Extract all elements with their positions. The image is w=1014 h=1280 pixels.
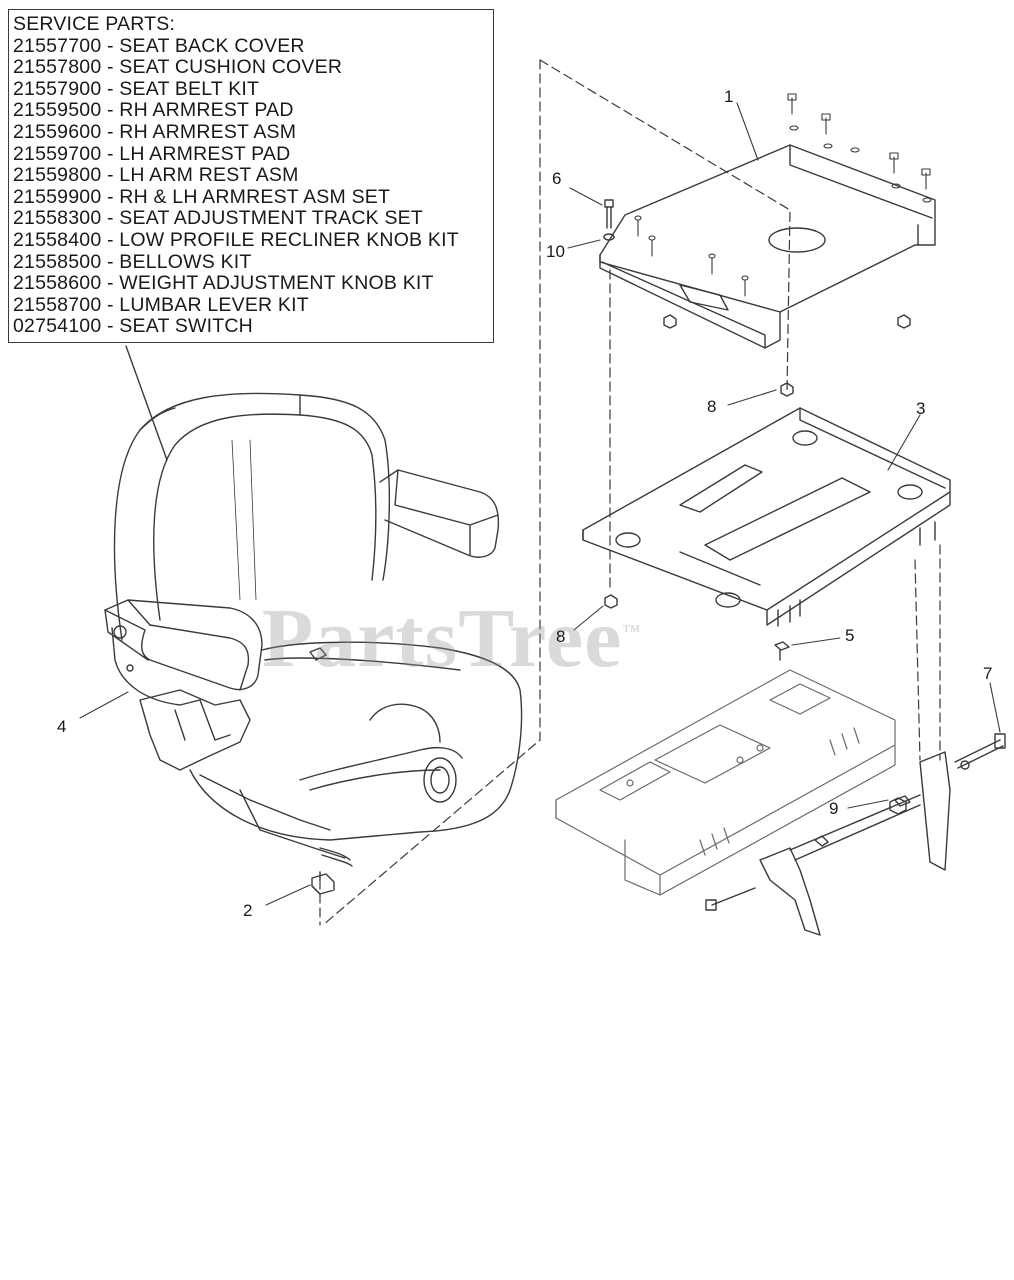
callout-4[interactable]: 4 <box>57 717 67 736</box>
upper-bolts <box>787 93 932 203</box>
service-part-line: 02754100 - SEAT SWITCH <box>13 315 253 338</box>
service-part-line: 21558300 - SEAT ADJUSTMENT TRACK SET <box>13 207 423 230</box>
service-part-line: 21559800 - LH ARM REST ASM <box>13 164 299 187</box>
bolt-part-7 <box>954 733 1006 770</box>
screw-part-5 <box>774 641 790 661</box>
service-part-line: 21558600 - WEIGHT ADJUSTMENT KNOB KIT <box>13 272 434 295</box>
callout-10[interactable]: 10 <box>546 242 565 261</box>
seat-switch <box>311 871 335 895</box>
service-part-line: 21557800 - SEAT CUSHION COVER <box>13 56 343 79</box>
mower-frame <box>555 669 896 896</box>
service-box-leader <box>125 345 168 461</box>
callout-1[interactable]: 1 <box>724 87 734 106</box>
callout-3[interactable]: 3 <box>916 399 926 418</box>
seat-assembly <box>104 392 523 867</box>
callout-8-upper[interactable]: 8 <box>707 397 717 416</box>
service-parts-title: SERVICE PARTS: <box>13 13 176 35</box>
service-part-line: 21557700 - SEAT BACK COVER <box>13 34 305 57</box>
service-part-line: 21559700 - LH ARMREST PAD <box>13 142 291 165</box>
callout-5[interactable]: 5 <box>845 626 855 645</box>
callout-7[interactable]: 7 <box>983 664 993 683</box>
callout-6[interactable]: 6 <box>552 169 562 188</box>
adjustment-plate <box>582 407 951 627</box>
service-part-line: 21559500 - RH ARMREST PAD <box>13 99 294 122</box>
service-part-line: 21559900 - RH & LH ARMREST ASM SET <box>13 185 391 208</box>
upper-seat-plate <box>599 144 936 349</box>
service-part-line: 21558700 - LUMBAR LEVER KIT <box>13 293 309 316</box>
callout-leaders <box>79 102 1001 906</box>
rear-bracket <box>705 751 951 936</box>
service-part-line: 21558500 - BELLOWS KIT <box>13 250 252 273</box>
nut-part-9 <box>889 797 907 815</box>
bolt-part-6 <box>603 199 615 241</box>
alignment-lines <box>319 59 941 926</box>
service-part-line: 21557900 - SEAT BELT KIT <box>13 77 260 100</box>
callout-8-lower[interactable]: 8 <box>556 627 566 646</box>
service-part-line: 21559600 - RH ARMREST ASM <box>13 120 297 143</box>
callout-2[interactable]: 2 <box>243 901 253 920</box>
nut-part-8 <box>604 382 794 609</box>
service-part-line: 21558400 - LOW PROFILE RECLINER KNOB KIT <box>13 228 459 251</box>
service-parts-box: SERVICE PARTS: 21557700 - SEAT BACK COVE… <box>8 9 494 343</box>
callout-9[interactable]: 9 <box>829 799 839 818</box>
